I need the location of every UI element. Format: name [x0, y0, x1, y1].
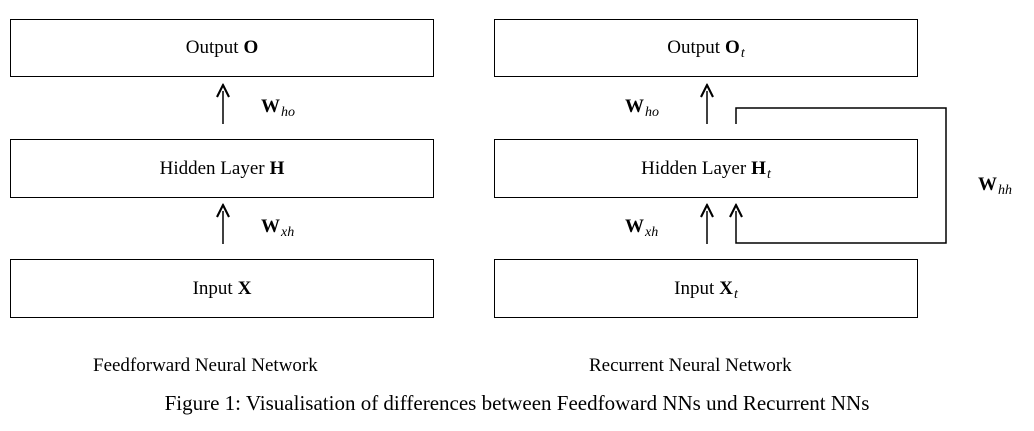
- rnn-input-subscript: t: [733, 286, 738, 302]
- ff-hidden-symbol: H: [269, 157, 285, 179]
- ff-hidden-box: Hidden Layer H: [10, 139, 434, 198]
- rnn-recurrent-loop: [736, 107, 947, 244]
- rnn-hidden-symbol: Ht: [751, 157, 771, 182]
- rnn-weight-xh: Wxh: [625, 216, 659, 240]
- ff-input-symbol: X: [237, 277, 252, 299]
- rnn-input-box: Input Xt: [494, 259, 918, 318]
- rnn-output-subscript: t: [740, 46, 745, 61]
- ff-hidden-label: Hidden Layer: [159, 157, 265, 179]
- ff-caption: Feedforward Neural Network: [93, 355, 318, 376]
- rnn-output-label: Output: [667, 37, 721, 58]
- rnn-weight-hh: Whh: [978, 174, 1012, 198]
- rnn-caption: Recurrent Neural Network: [589, 355, 792, 376]
- rnn-output-symbol: Ot: [725, 37, 745, 61]
- rnn-hidden-label: Hidden Layer: [641, 157, 747, 179]
- ff-input-label: Input: [192, 277, 233, 299]
- ff-weight-xh: Wxh: [261, 216, 295, 240]
- rnn-weight-ho: Who: [625, 96, 659, 120]
- rnn-input-symbol: Xt: [719, 277, 738, 302]
- rnn-output-box: Output Ot: [494, 19, 918, 77]
- ff-input-box: Input X: [10, 259, 434, 318]
- rnn-hidden-box: Hidden Layer Ht: [494, 139, 918, 198]
- ff-output-box: Output O: [10, 19, 434, 77]
- ff-output-symbol: O: [243, 37, 259, 58]
- ff-output-label: Output: [185, 37, 239, 58]
- rnn-input-label: Input: [674, 277, 715, 299]
- rnn-hidden-subscript: t: [766, 166, 771, 182]
- figure-caption: Figure 1: Visualisation of differences b…: [164, 391, 870, 415]
- ff-weight-ho: Who: [261, 96, 295, 120]
